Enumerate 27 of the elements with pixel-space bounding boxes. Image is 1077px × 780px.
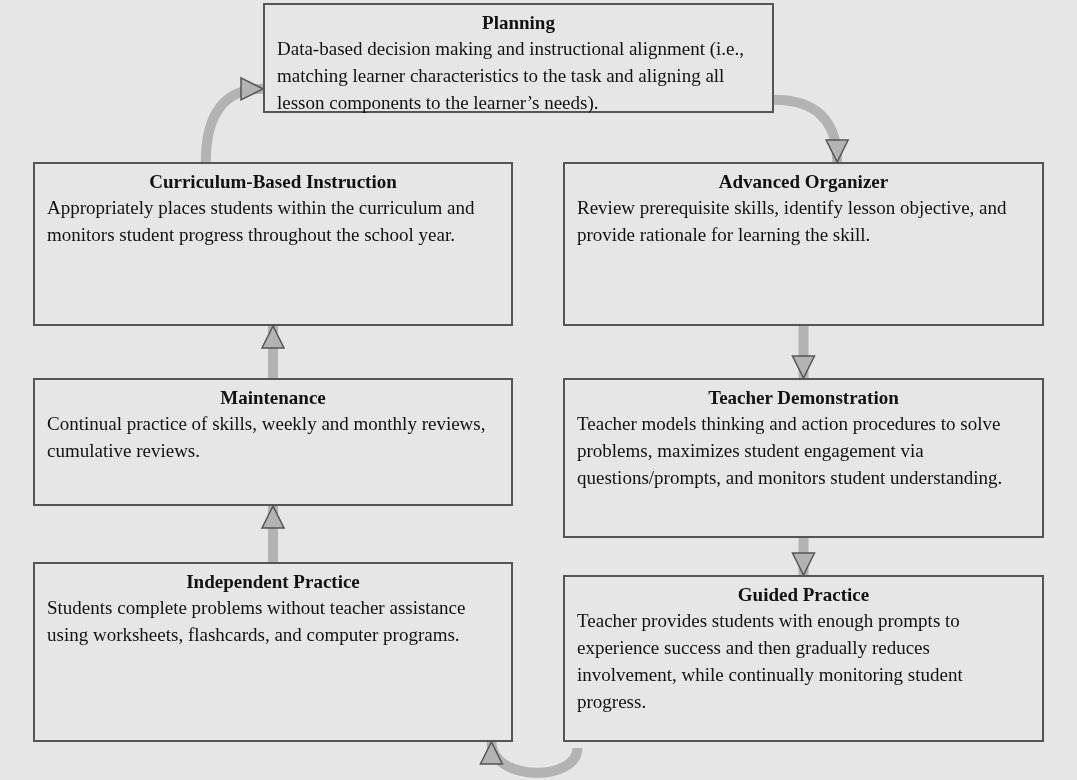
step-heading: Planning [481, 11, 556, 35]
step-heading: Curriculum-Based Instruction [148, 170, 398, 194]
step-heading: Teacher Demonstration [707, 386, 900, 410]
step-box [33, 562, 513, 742]
step-heading: Advanced Organizer [717, 170, 890, 194]
step-description: Continual practice of skills, weekly and monthly reviews, cumulative reviews. [47, 412, 487, 463]
step-description: Students complete problems without teacher assistance using worksheets, flashcards, and computer programs. [47, 596, 467, 647]
step-box [33, 378, 513, 506]
step-heading: Maintenance [219, 386, 327, 410]
block-arrow [261, 325, 285, 378]
step-box [263, 3, 774, 113]
block-arrow [261, 505, 285, 562]
step-description: Teacher provides students with enough prompts to experience success and then gradually reduces involvement, while continually monitoring student progress. [577, 609, 964, 714]
step-description: Data-based decision making and instructional alignment (i.e., matching learner characteristics to the task and aligning all lesson components to the learner’s needs). [277, 37, 745, 115]
step-box [563, 575, 1044, 742]
step-box [563, 378, 1044, 538]
step-box [563, 162, 1044, 326]
block-arrow [773, 94, 848, 163]
step-description: Appropriately places students within the curriculum and monitors student progress throughout the school year. [47, 196, 476, 247]
block-arrow [791, 538, 816, 576]
step-description: Teacher models thinking and action procedures to solve problems, maximizes student engagement via questions/prompts, and monitors student understanding. [577, 412, 1004, 490]
step-heading: Independent Practice [185, 570, 361, 594]
block-arrow [791, 326, 816, 379]
step-description: Review prerequisite skills, identify lesson objective, and provide rationale for learning the skill. [577, 196, 1008, 247]
step-heading: Guided Practice [736, 583, 871, 607]
block-arrow [200, 78, 264, 163]
step-box [33, 162, 513, 326]
